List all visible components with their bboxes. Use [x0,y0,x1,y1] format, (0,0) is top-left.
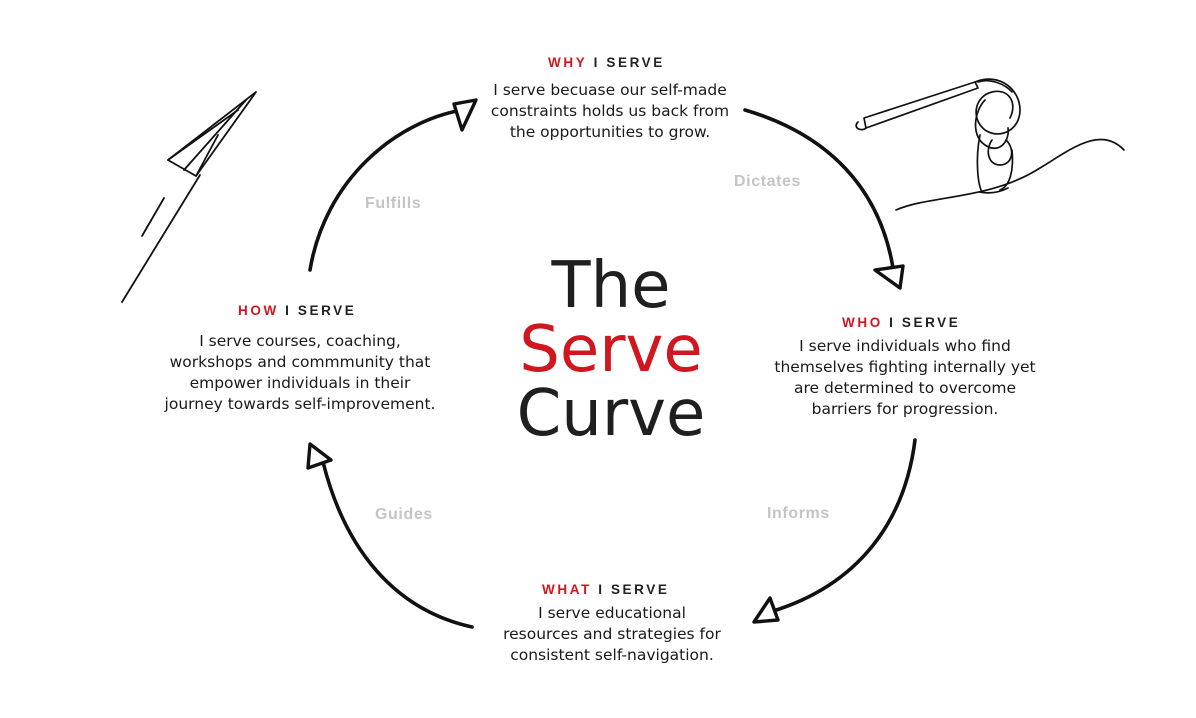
relation-fulfills: Fulfills [365,195,422,212]
arrow-who-to-what [768,438,917,614]
why-line: constraints holds us back from [490,102,730,120]
who-line: barriers for progression. [811,400,999,418]
arrowhead-why [452,98,478,132]
relation-guides: Guides [375,506,433,523]
who-heading: WHO I SERVE [842,315,960,330]
how-heading-accent: HOW [238,303,279,318]
how-description: I serve courses, coaching, workshops and… [160,331,440,415]
why-heading-rest: I SERVE [593,55,665,70]
how-line: journey towards self-improvement. [164,395,436,413]
arrow-what-to-how [321,460,474,629]
who-heading-rest: I SERVE [889,315,961,330]
how-line: workshops and commmunity that [169,353,431,371]
why-line: I serve becuase our self-made [493,81,727,99]
title-line-serve: Serve [519,313,703,387]
arrowhead-who [873,264,905,290]
arrowhead-what [752,596,780,624]
why-description: I serve becuase our self-made constraint… [480,80,740,143]
what-heading-rest: I SERVE [598,582,670,597]
how-heading: HOW I SERVE [238,303,356,318]
arrow-why-to-who [743,108,895,270]
what-heading: WHAT I SERVE [542,582,669,597]
paper-plane-doodle-icon [121,91,257,303]
what-line: consistent self-navigation. [510,646,714,664]
title-line-the: The [551,249,671,323]
what-line: resources and strategies for [503,625,721,643]
who-line: themselves fighting internally yet [774,358,1036,376]
how-line: I serve courses, coaching, [199,332,401,350]
how-heading-rest: I SERVE [285,303,357,318]
why-heading-accent: WHY [548,55,588,70]
arrow-how-to-why [308,108,464,272]
who-line: I serve individuals who find [799,337,1011,355]
how-line: empower individuals in their [189,374,411,392]
relation-dictates: Dictates [734,173,802,190]
title-line-curve: Curve [516,377,706,451]
diagram-title: The Serve Curve [480,254,742,446]
arrowhead-how [306,442,333,470]
who-heading-accent: WHO [842,315,883,330]
what-line: I serve educational [538,604,686,622]
who-line: are determined to overcome [794,379,1016,397]
relation-informs: Informs [767,505,830,522]
why-line: the opportunities to grow. [509,123,711,141]
line-art-doodle-icon [855,78,1125,211]
why-heading: WHY I SERVE [548,55,665,70]
what-description: I serve educational resources and strate… [482,603,742,666]
what-heading-accent: WHAT [542,582,592,597]
who-description: I serve individuals who find themselves … [770,336,1040,420]
